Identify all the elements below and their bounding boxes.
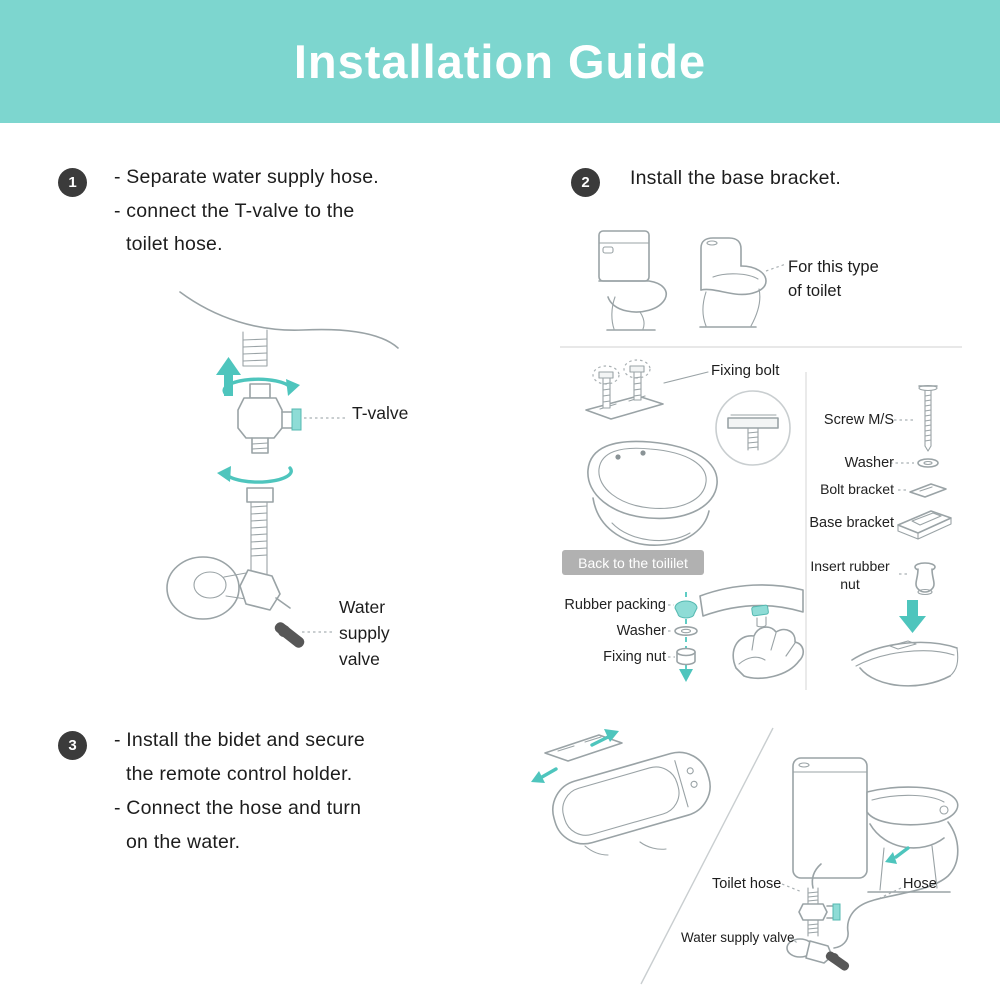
- t-valve-part-icon: [237, 383, 302, 454]
- bolt-bracket-label: Bolt bracket: [820, 481, 894, 497]
- step-3-line-3: - Connect the hose and turn: [114, 797, 362, 819]
- back-to-toilet-badge: Back to the toililet: [562, 550, 704, 575]
- tank-nipple-icon: [242, 329, 268, 367]
- toilet-type-line-1: For this type: [788, 258, 879, 276]
- toilet-type-line-2: of toilet: [788, 282, 842, 300]
- supply-pipe-icon: [246, 487, 274, 561]
- bidet-install-diagram: [531, 727, 959, 985]
- step-1-number: 1: [58, 168, 87, 197]
- bracket-panel: [560, 346, 962, 690]
- step-3-line-1: - Install the bidet and secure: [114, 729, 365, 751]
- hand-inserting-bracket: [699, 584, 804, 680]
- slide-arrows: [531, 729, 619, 783]
- bidet-unit-icon: [552, 751, 711, 845]
- fixing-nut-icon: [676, 647, 696, 666]
- rubber-packing-icon: [674, 600, 698, 619]
- fixing-bolt-label: Fixing bolt: [711, 362, 780, 379]
- page-title: Installation Guide: [293, 35, 707, 88]
- fastener-stack-icons: [668, 592, 698, 682]
- one-piece-toilet-icon: [699, 237, 767, 328]
- step-3-number: 3: [58, 731, 87, 760]
- fixing-bolt-icon: [585, 359, 709, 420]
- t-valve-diagram: [166, 291, 399, 648]
- step-1-instructions: - Separate water supply hose. - connect …: [114, 161, 379, 262]
- insert-rubber-line-2: nut: [840, 576, 860, 592]
- screw-ms-label: Screw M/S: [823, 412, 894, 428]
- two-piece-toilet-icon: [598, 230, 667, 331]
- seat-top-view: [587, 440, 718, 546]
- insert-rubber-line-1: Insert rubber: [810, 558, 890, 574]
- supply-valve-assembly-icon: [786, 887, 850, 971]
- insert-rubber-nut-label: Insert rubber nut: [806, 557, 894, 593]
- water-supply-line-1: Water: [339, 597, 386, 617]
- base-bracket-label: Base bracket: [809, 515, 894, 531]
- rotate-arrow-bottom-icon: [217, 466, 293, 484]
- water-supply-valve-small-label: Water supply valve: [681, 930, 795, 945]
- down-arrow-icon: [899, 600, 926, 633]
- hose-label: Hose: [903, 876, 937, 892]
- screw-icon: [918, 384, 938, 452]
- toilet-type-icons: [598, 230, 787, 331]
- washer-icon-left: [674, 625, 698, 636]
- water-supply-valve-label: Water supply valve: [339, 594, 390, 672]
- t-valve-label: T-valve: [352, 403, 409, 423]
- toilet-type-leader: [765, 263, 787, 272]
- base-bracket-icon: [897, 510, 952, 540]
- toilet-side-icon: [792, 757, 959, 893]
- water-supply-line-2: supply: [339, 623, 390, 643]
- rubber-packing-label: Rubber packing: [564, 597, 666, 613]
- step-2-number: 2: [571, 168, 600, 197]
- step-1-line-3: toilet hose.: [126, 233, 223, 255]
- toilet-type-label: For this type of toilet: [788, 255, 879, 303]
- rotate-arrow-top-icon: [222, 377, 300, 396]
- step-2-title: Install the base bracket.: [630, 167, 841, 189]
- toilet-hose-label: Toilet hose: [712, 876, 782, 892]
- fixing-nut-label: Fixing nut: [603, 649, 666, 665]
- divider-diagonal: [640, 727, 774, 985]
- step-3-line-4: on the water.: [126, 831, 241, 853]
- water-supply-valve-icon: [166, 556, 305, 648]
- step-1-line-1: - Separate water supply hose.: [114, 166, 379, 188]
- bracket-crosssection-magnifier: [715, 390, 791, 466]
- water-supply-line-3: valve: [339, 649, 380, 669]
- seat-side-view: [851, 640, 959, 687]
- bolt-bracket-icon: [909, 483, 947, 498]
- step-3-instructions: - Install the bidet and secure the remot…: [114, 723, 365, 859]
- seat-attach-arrow: [885, 846, 910, 864]
- up-arrow-icon: [216, 357, 241, 396]
- washer-right-label: Washer: [844, 455, 894, 471]
- step-3-line-2: the remote control holder.: [126, 763, 353, 785]
- rubber-nut-icon: [914, 562, 936, 596]
- washer-icon-right: [917, 458, 939, 468]
- header-banner: Installation Guide: [0, 0, 1000, 123]
- step-1-line-2: - connect the T-valve to the: [114, 199, 355, 222]
- hoses: [811, 821, 959, 949]
- washer-left-label: Washer: [616, 623, 666, 639]
- tank-bottom-line: [179, 291, 399, 349]
